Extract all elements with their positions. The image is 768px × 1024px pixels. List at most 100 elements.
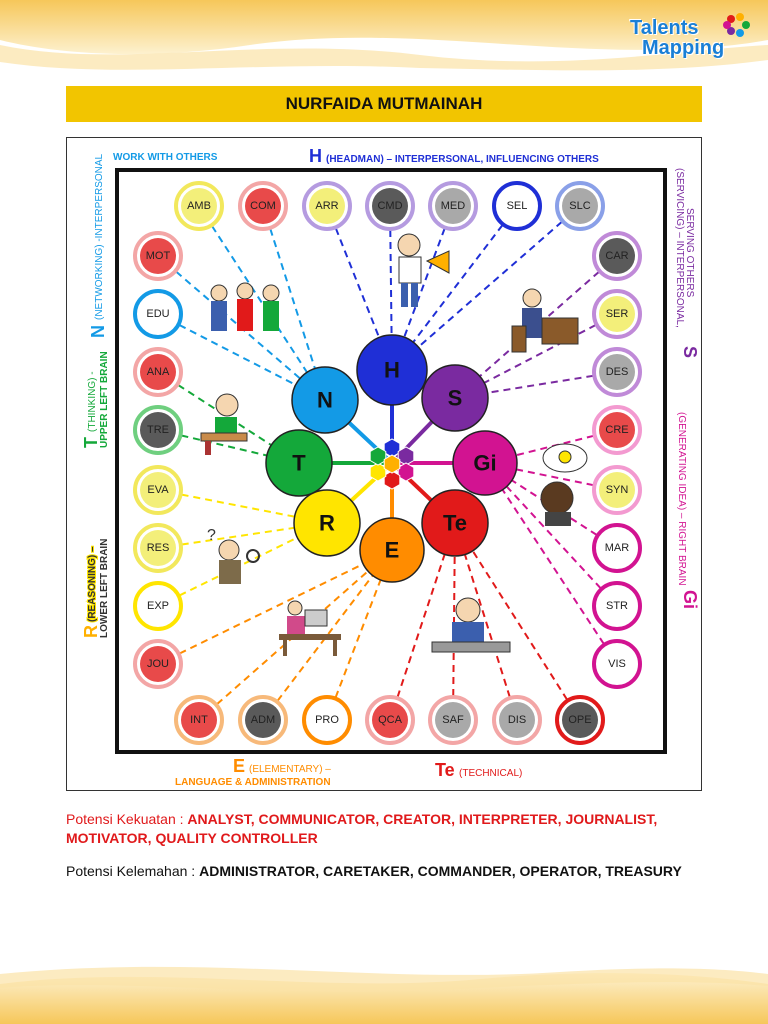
talent-node-label: AMB — [187, 200, 211, 212]
connector-int — [198, 549, 393, 721]
talent-node-fill — [599, 588, 635, 624]
heading-gi-letter: Gi — [680, 590, 700, 609]
talent-node-label: VIS — [608, 658, 626, 670]
talent-node-fill — [140, 412, 176, 448]
connector-ser — [454, 313, 618, 399]
potensi-kelemahan-label: Potensi Kelemahan : — [66, 863, 200, 879]
heading-t-description-1: (THINKING) - — [87, 371, 98, 432]
talent-cluster-circle — [359, 517, 425, 583]
heading-t-letter: T — [81, 437, 101, 448]
talent-cluster-label: T — [292, 451, 306, 476]
talent-node-arr: ARR — [302, 181, 352, 231]
talent-node-fill — [140, 472, 176, 508]
talent-cluster-label: N — [317, 388, 333, 413]
heading-r-description-1: (REASONING) – — [87, 546, 98, 622]
core-hexagon-center — [383, 454, 401, 474]
talent-node-label: TRE — [147, 424, 169, 436]
connector-saf — [452, 522, 456, 721]
logo-hexagon-icon — [723, 13, 750, 37]
potensi-kekuatan: Potensi Kekuatan : ANALYST, COMMUNICATOR… — [66, 810, 686, 848]
talent-node-jou: JOU — [133, 639, 183, 689]
talent-node-label: CMD — [377, 200, 402, 212]
talent-node-sel: SEL — [492, 181, 542, 231]
diagram-inner-frame — [115, 168, 667, 754]
connector-com — [262, 205, 326, 401]
heading-n-letter: N — [88, 325, 108, 338]
connector-dis — [454, 522, 518, 721]
connector-ana — [157, 371, 300, 464]
talent-node-fill — [140, 238, 176, 274]
talent-node-fill — [499, 188, 535, 224]
talent-node-mar: MAR — [592, 523, 642, 573]
talent-node-fill — [140, 354, 176, 390]
talent-cluster-t: T — [265, 429, 333, 497]
talent-node-ser: SER — [592, 289, 642, 339]
connector-res — [157, 522, 328, 549]
potensi-kelemahan-value: ADMINISTRATOR, CARETAKER, COMMANDER, OPE… — [199, 863, 682, 879]
talent-node-slc: SLC — [555, 181, 605, 231]
core-hexagon-4 — [369, 462, 387, 482]
talent-node-fill — [562, 188, 598, 224]
potensi-kelemahan: Potensi Kelemahan : ADMINISTRATOR, CARET… — [66, 862, 686, 881]
talent-node-fill — [599, 354, 635, 390]
talent-node-fill — [499, 702, 535, 738]
core-hexagon-1 — [397, 446, 415, 466]
talent-node-label: PRO — [315, 714, 339, 726]
talent-node-cre: CRE — [592, 405, 642, 455]
talent-node-fill — [309, 702, 345, 738]
talent-node-fill — [140, 646, 176, 682]
talent-node-fill — [245, 702, 281, 738]
talent-cluster-circle — [452, 430, 518, 496]
technician-tools-illustration — [431, 597, 511, 653]
talent-node-label: EVA — [147, 484, 169, 496]
talent-node-fill — [599, 412, 635, 448]
talent-node-tre: TRE — [133, 405, 183, 455]
svg-text:?: ? — [207, 527, 216, 544]
talent-node-exp: EXP — [133, 581, 183, 631]
talent-node-fill — [599, 238, 635, 274]
talent-node-fill — [372, 702, 408, 738]
heading-r-description-2: LOWER LEFT BRAIN — [99, 539, 110, 638]
core-hexagon-5 — [369, 446, 387, 466]
talent-node-fill — [372, 188, 408, 224]
talent-node-ope: OPE — [555, 695, 605, 745]
idea-lightbulb-illustration — [540, 443, 588, 526]
talent-node-label: SEL — [507, 200, 528, 212]
talent-node-label: EXP — [147, 600, 169, 612]
heading-s-description-1: (SERVICING) – INTERPERSONAL, — [674, 168, 685, 328]
person-name: NURFAIDA MUTMAINAH — [285, 94, 483, 113]
talent-node-label: RES — [147, 542, 170, 554]
talent-node-fill — [181, 702, 217, 738]
connector-amb — [198, 205, 326, 401]
talent-node-fill — [599, 472, 635, 508]
talent-node-label: EDU — [146, 308, 169, 320]
talent-node-fill — [140, 296, 176, 332]
talent-cluster-r: R — [293, 489, 361, 557]
talent-node-label: SER — [606, 308, 629, 320]
talent-node-syn: SYN — [592, 465, 642, 515]
talent-node-label: ANA — [147, 366, 170, 378]
talent-cluster-circle — [421, 489, 489, 557]
talents-mapping-logo: Talents Mapping — [630, 13, 750, 68]
heading-s-description-2: SERVING OTHERS — [684, 208, 695, 298]
heading-e-letter: E — [233, 756, 245, 776]
core-hexagon-3 — [383, 470, 401, 490]
heading-n-description: (NETWORKING) -INTERPERSONAL — [94, 153, 105, 320]
talent-node-res: RES — [133, 523, 183, 573]
heading-e-description-1: (ELEMENTARY) – — [249, 764, 331, 775]
talent-node-fill — [309, 188, 345, 224]
talent-node-fill — [245, 188, 281, 224]
talent-cluster-label: S — [448, 386, 463, 411]
talent-cluster-circle — [356, 334, 428, 406]
talent-cluster-label: E — [385, 538, 400, 563]
talent-node-edu: EDU — [133, 289, 183, 339]
talent-node-fill — [599, 296, 635, 332]
talent-node-label: SYN — [606, 484, 629, 496]
talent-node-label: MED — [441, 200, 466, 212]
heading-s-letter: S — [680, 346, 700, 358]
heading-gi-description: (GENERATING IDEA) – RIGHT BRAIN — [676, 412, 687, 586]
talent-cluster-s: S — [421, 364, 489, 432]
talent-node-int: INT — [174, 695, 224, 745]
talent-cluster-label: R — [319, 511, 335, 536]
